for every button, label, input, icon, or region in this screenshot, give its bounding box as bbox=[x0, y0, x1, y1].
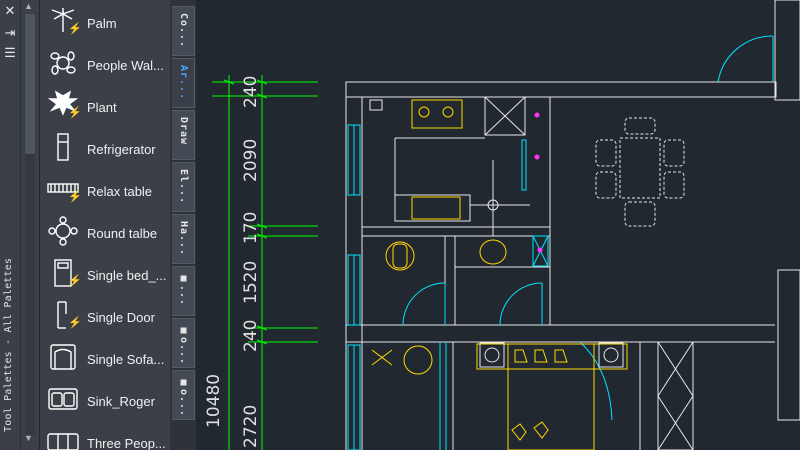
relax-table-icon: ⚡ bbox=[46, 174, 84, 208]
tool-item-people-walking[interactable]: People Wal... bbox=[40, 46, 170, 84]
dim-text: 2090 bbox=[241, 139, 261, 182]
tab-5[interactable]: ■... bbox=[172, 266, 195, 316]
dim-text: 170 bbox=[241, 212, 261, 244]
tool-item-single-door[interactable]: ⚡ Single Door bbox=[40, 298, 170, 336]
tool-item-single-bed[interactable]: ⚡ Single bed_... bbox=[40, 256, 170, 294]
scroll-track[interactable] bbox=[25, 14, 35, 434]
single-sofa-icon bbox=[46, 342, 84, 376]
fixtures bbox=[369, 99, 624, 368]
three-people-sofa-icon bbox=[46, 426, 84, 450]
refrigerator-icon bbox=[46, 132, 84, 166]
palette-title: Tool Palettes - All Palettes bbox=[3, 257, 14, 432]
properties-icon[interactable]: ☰ bbox=[4, 45, 16, 60]
dim-text: 10480 bbox=[204, 374, 224, 428]
tool-item-sink[interactable]: Sink_Roger bbox=[40, 382, 170, 420]
doors-windows bbox=[347, 35, 774, 450]
palm-icon: ⚡ bbox=[46, 6, 84, 40]
dim-text: 240 bbox=[241, 76, 261, 108]
close-icon[interactable]: ✕ bbox=[4, 3, 16, 18]
palette-scrollbar[interactable]: ▲ ▼ bbox=[21, 0, 39, 450]
tool-item-round-table[interactable]: Round talbe bbox=[40, 214, 170, 252]
furniture bbox=[371, 99, 628, 450]
tab-el[interactable]: El... bbox=[172, 162, 195, 212]
dining-table bbox=[595, 117, 685, 227]
palette-titlebar: ✕ ⇥ ☰ Tool Palettes - All Palettes bbox=[0, 0, 21, 450]
tab-co[interactable]: Co... bbox=[172, 6, 195, 56]
sink-icon bbox=[46, 384, 84, 418]
tool-item-three-people-sofa[interactable]: Three Peop... bbox=[40, 424, 170, 450]
tab-6[interactable]: ■o... bbox=[172, 318, 195, 368]
dim-text: 1520 bbox=[241, 261, 261, 304]
tool-item-list: ⚡ Palm People Wal... ⚡ Plant Refrigerato… bbox=[40, 0, 170, 450]
tab-ha[interactable]: Ha... bbox=[172, 214, 195, 264]
scroll-thumb[interactable] bbox=[25, 14, 35, 154]
walls bbox=[345, 0, 800, 450]
round-table-icon bbox=[46, 216, 84, 250]
drawing-canvas[interactable]: 240 2090 170 1520 240 2720 10480 bbox=[196, 0, 800, 450]
tab-ar[interactable]: Ar... bbox=[172, 58, 195, 108]
tab-draw[interactable]: Draw bbox=[172, 110, 195, 160]
palette-tab-strip: Co... Ar... Draw El... Ha... ■... ■o... … bbox=[170, 0, 196, 450]
tool-item-relax-table[interactable]: ⚡ Relax table bbox=[40, 172, 170, 210]
autohide-icon[interactable]: ⇥ bbox=[4, 25, 16, 40]
tool-item-palm[interactable]: ⚡ Palm bbox=[40, 4, 170, 42]
dim-text: 240 bbox=[241, 320, 261, 352]
dimension-lines bbox=[212, 75, 318, 450]
people-walking-icon bbox=[46, 48, 84, 82]
tool-item-plant[interactable]: ⚡ Plant bbox=[40, 88, 170, 126]
outlet-markers bbox=[534, 112, 543, 253]
tab-7[interactable]: ■o... bbox=[172, 370, 195, 420]
dim-text: 2720 bbox=[241, 405, 261, 448]
scroll-down-icon[interactable]: ▼ bbox=[24, 433, 33, 443]
single-bed-icon: ⚡ bbox=[46, 258, 84, 292]
tool-item-refrigerator[interactable]: Refrigerator bbox=[40, 130, 170, 168]
plant-icon: ⚡ bbox=[46, 90, 84, 124]
single-door-icon: ⚡ bbox=[57, 301, 82, 329]
tool-item-single-sofa[interactable]: Single Sofa... bbox=[40, 340, 170, 378]
scroll-up-icon[interactable]: ▲ bbox=[24, 1, 33, 11]
dimension-texts: 240 2090 170 1520 240 2720 10480 bbox=[204, 76, 261, 448]
